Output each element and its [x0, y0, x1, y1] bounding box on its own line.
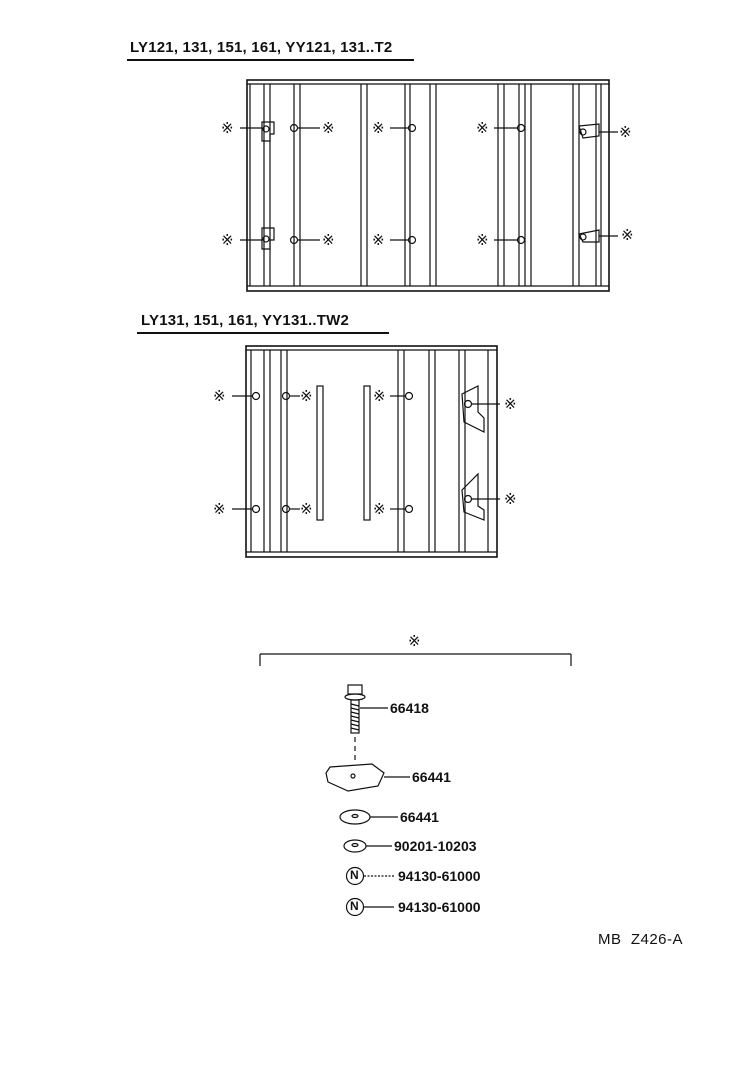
flange-bolt-icon: [344, 684, 388, 734]
callout-mark: ※: [373, 501, 387, 518]
section2-heading-underline: [137, 332, 389, 334]
callout-mark: ※: [213, 501, 227, 518]
callout-mark: ※: [372, 120, 386, 137]
part-number-label: 90201-10203: [394, 838, 477, 854]
deck-frame-2: [232, 345, 500, 558]
callout-mark: ※: [372, 232, 386, 249]
callout-mark: ※: [504, 396, 518, 413]
callout-mark: ※: [221, 120, 235, 137]
part-number-label: 66441: [412, 769, 451, 785]
part-number-label: 66441: [400, 809, 439, 825]
large-rubber-pad-icon: [325, 763, 410, 792]
nut-n-icon: [345, 897, 394, 917]
section1-heading-underline: [127, 59, 414, 61]
callout-mark: ※: [619, 124, 633, 141]
callout-mark: ※: [373, 388, 387, 405]
callout-mark: ※: [300, 388, 314, 405]
nut-letter: N: [350, 868, 359, 882]
callout-mark: ※: [322, 120, 336, 137]
deck-frame-1: [240, 79, 618, 292]
callout-mark: ※: [221, 232, 235, 249]
callout-mark: ※: [322, 232, 336, 249]
callout-mark: ※: [621, 227, 635, 244]
part-number-label: 94130-61000: [398, 868, 481, 884]
parts-group-bracket: [259, 653, 572, 666]
callout-mark: ※: [476, 120, 490, 137]
callout-mark: ※: [213, 388, 227, 405]
callout-mark: ※: [300, 501, 314, 518]
callout-mark: ※: [476, 232, 490, 249]
section1-heading: LY121, 131, 151, 161, YY121, 131..T2: [130, 39, 393, 56]
nut-letter: N: [350, 899, 359, 913]
parts-group-callout: ※: [408, 633, 422, 650]
part-number-label: 94130-61000: [398, 899, 481, 915]
part-number-label: 66418: [390, 700, 429, 716]
small-washer-icon: [339, 809, 398, 825]
callout-mark: ※: [504, 491, 518, 508]
drawing-code: MB Z426-A: [598, 931, 684, 948]
section2-heading: LY131, 151, 161, YY131..TW2: [141, 312, 350, 329]
nut-n-icon: [345, 866, 394, 886]
plain-washer-icon: [343, 839, 392, 853]
